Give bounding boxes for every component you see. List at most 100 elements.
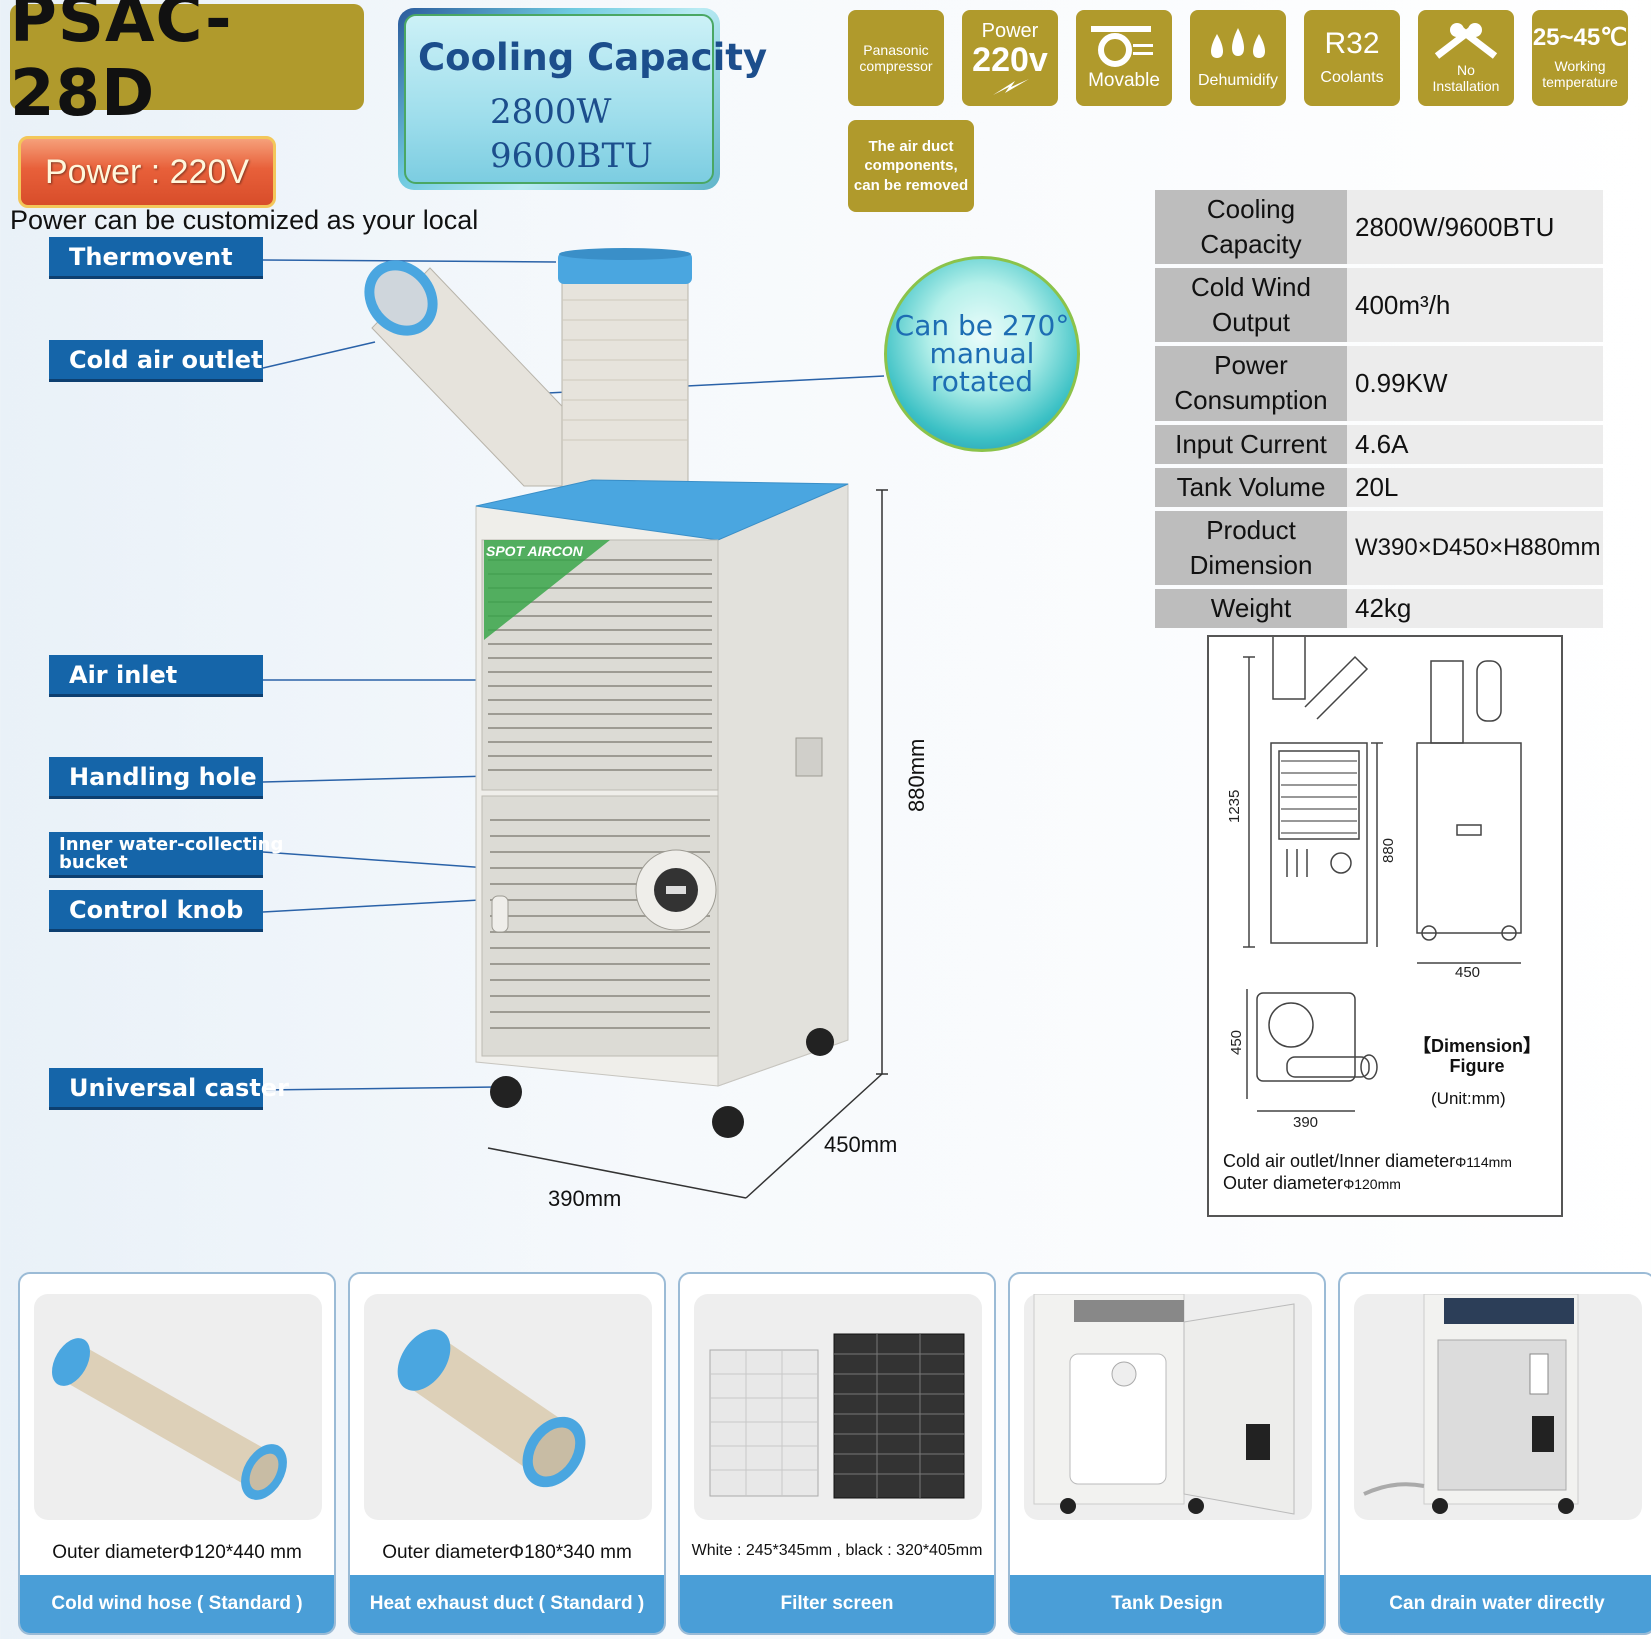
temperature-line: temperature [1542, 74, 1618, 90]
coolants-label: Coolants [1320, 68, 1384, 86]
spec-row: Weight 42kg [1155, 588, 1603, 629]
dimension-figure: 1235 880 450 450 390 【Dimension】 Figure … [1207, 632, 1563, 1217]
card-tank-design: Tank Design [1008, 1272, 1326, 1635]
dim-side-width: 450 [1455, 964, 1480, 981]
dimension-unit: (Unit:mm) [1431, 1089, 1506, 1108]
card-title: Heat exhaust duct ( Standard ) [350, 1575, 664, 1633]
duct-line-2: components, [864, 157, 958, 175]
r32-code: R32 [1324, 26, 1380, 60]
dimension-width: 390mm [548, 1186, 621, 1211]
duct-line-1: The air duct [868, 137, 954, 155]
cooling-capacity-watts: 2800W [490, 92, 612, 132]
cold-air-hose [364, 260, 601, 487]
cooling-capacity-box: Cooling Capacity 2800W 9600BTU [398, 8, 767, 190]
dimension-height: 880mm [904, 739, 929, 812]
dimension-depth: 450mm [824, 1132, 897, 1157]
control-knob [635, 849, 717, 931]
card-title: Can drain water directly [1340, 1575, 1651, 1633]
card-heat-exhaust-duct: Outer diameterΦ180*340 mm Heat exhaust d… [348, 1272, 666, 1635]
duct-line-3: can be removed [853, 176, 969, 194]
water-drops-icon [1211, 27, 1265, 58]
card-caption: White : 245*345mm , black : 320*405mm [691, 1542, 983, 1559]
card-cold-wind-hose: Outer diameterΦ120*440 mm Cold wind hose… [18, 1272, 336, 1635]
filter-screen-photo [694, 1294, 982, 1520]
duct-removable-badge: The air duct components, can be removed [848, 120, 974, 212]
label-thermovent: Thermovent [49, 237, 263, 279]
no-line: No [1457, 61, 1475, 78]
bracket-left: 【 [1413, 1036, 1431, 1056]
dehumidify-label: Dehumidify [1197, 71, 1279, 89]
card-title: Filter screen [680, 1575, 994, 1633]
spec-value: 42kg [1347, 588, 1603, 629]
outlet-outer-diameter: Outer diameterΦ120mm [1223, 1173, 1401, 1193]
installation-line: Installation [1432, 78, 1500, 94]
spec-value: 0.99KW [1347, 346, 1603, 421]
working-line: Working [1554, 57, 1606, 74]
movable-label: Movable [1088, 70, 1160, 92]
spec-value: 400m³/h [1347, 268, 1603, 343]
dim-top-width: 390 [1293, 1114, 1318, 1131]
label-universal-caster: Universal caster [49, 1068, 289, 1110]
card-caption: Outer diameterΦ120*440 mm [52, 1542, 302, 1563]
water-bucket-line-1: Inner water-collecting [59, 833, 284, 855]
drain-water-photo [1354, 1293, 1642, 1520]
rotate-line-3: rotated [930, 365, 1034, 398]
card-drain-water: Can drain water directly [1338, 1272, 1651, 1635]
product-sticker: SPOT AIRCON [486, 543, 584, 559]
feature-power: Power 220v [962, 10, 1058, 106]
temperature-range: 25~45℃ [1532, 23, 1628, 51]
thermovent-duct [558, 248, 692, 489]
power-badge: Power : 220V [18, 136, 276, 208]
model-badge: PSAC-28D [10, 0, 364, 131]
spec-value: W390×D450×H880mm [1347, 510, 1603, 585]
dim-title-2: Figure [1449, 1055, 1505, 1076]
dim-total-height: 1235 [1226, 790, 1243, 823]
wrench-icon [1434, 22, 1498, 59]
label-air-inlet: Air inlet [49, 655, 263, 697]
card-title: Cold wind hose ( Standard ) [20, 1575, 334, 1633]
feature-movable: Movable [1076, 10, 1172, 106]
lightning-icon [993, 78, 1029, 95]
cooling-capacity-title: Cooling Capacity [418, 36, 768, 79]
dimension-lines [487, 489, 888, 1199]
rotate-line-2: manual [929, 337, 1035, 370]
spec-row: Tank Volume 20L [1155, 467, 1603, 507]
dimension-figure-title: 【Dimension】 Figure [1413, 1036, 1541, 1077]
rotate-bubble: Can be 270° manual rotated [884, 256, 1080, 452]
card-title: Tank Design [1010, 1575, 1324, 1633]
feature-compressor: Panasonic compressor [848, 10, 944, 106]
rotate-line-1: Can be 270° [894, 309, 1070, 342]
dim-top-depth: 450 [1228, 1030, 1245, 1055]
label-control-knob: Control knob [49, 890, 263, 932]
power-top: Power [981, 19, 1039, 42]
power-voltage: 220v [972, 40, 1048, 79]
spec-row: Input Current 4.6A [1155, 424, 1603, 464]
feature-no-installation: No Installation [1418, 10, 1514, 106]
label-handling-hole: Handling hole [49, 757, 263, 799]
tank-design-photo [1024, 1293, 1312, 1520]
feature-temperature: 25~45℃ Working temperature [1532, 10, 1628, 106]
spec-value: 2800W/9600BTU [1347, 190, 1603, 265]
spec-value: 20L [1347, 467, 1603, 507]
caster-icon [1091, 26, 1153, 68]
heat-exhaust-duct-photo [364, 1294, 652, 1520]
compressor-line-1: Panasonic [863, 41, 929, 58]
cold-wind-hose-photo [34, 1294, 322, 1520]
unit-body: SPOT AIRCON [475, 479, 849, 1138]
universal-caster [490, 1028, 834, 1138]
spec-key: Input Current [1155, 424, 1347, 464]
spec-value: 4.6A [1347, 424, 1603, 464]
feature-r32: R32 Coolants [1304, 10, 1400, 106]
card-filter-screen: White : 245*345mm , black : 320*405mm Fi… [678, 1272, 996, 1635]
feature-dehumidify: Dehumidify [1190, 10, 1286, 106]
spec-key: Tank Volume [1155, 467, 1347, 507]
